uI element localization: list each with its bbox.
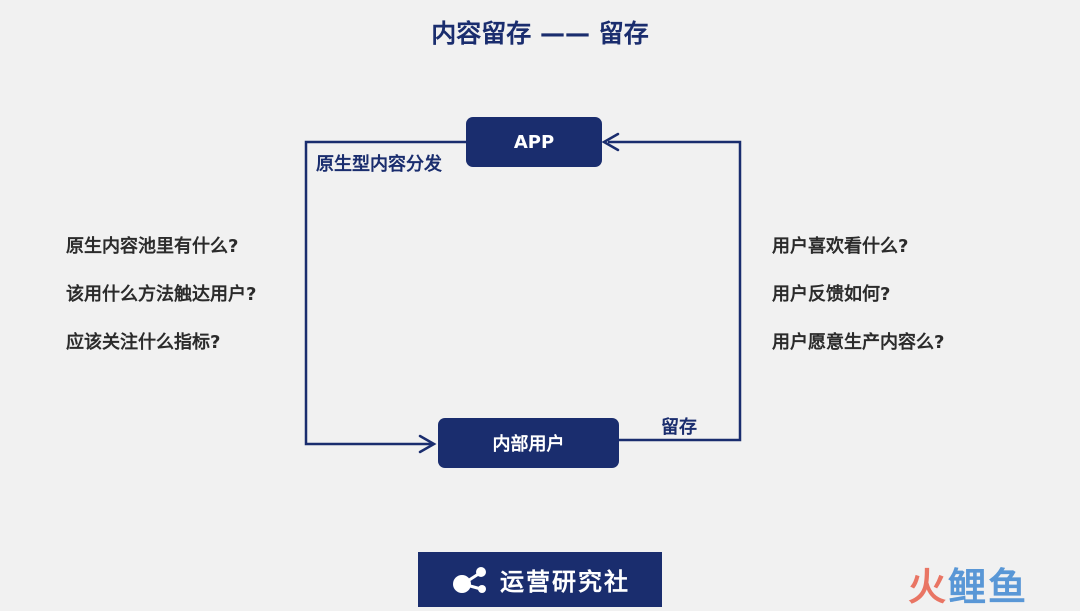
left-question-item: 原生内容池里有什么? xyxy=(66,236,239,257)
right-question-item: 用户喜欢看什么? xyxy=(772,236,909,257)
watermark-part-1: 火 xyxy=(908,565,949,609)
retention-connector xyxy=(608,140,742,442)
arrowhead-to-app xyxy=(601,132,620,152)
native-distribution-label: 原生型内容分发 xyxy=(316,154,442,175)
left-question-item: 该用什么方法触达用户? xyxy=(66,284,257,305)
diagram-title: 内容留存 —— 留存 xyxy=(431,19,649,48)
left-question-list: 原生内容池里有什么? 该用什么方法触达用户? 应该关注什么指标? xyxy=(66,236,256,380)
right-question-list: 用户喜欢看什么? 用户反馈如何? 用户愿意生产内容么? xyxy=(772,236,944,380)
app-node: APP xyxy=(466,117,602,167)
watermark-part-2: 鲤鱼 xyxy=(948,565,1029,609)
internal-users-node: 内部用户 xyxy=(438,418,619,468)
molecule-logo-icon xyxy=(453,566,486,593)
left-question-item: 应该关注什么指标? xyxy=(66,332,221,353)
retention-label: 留存 xyxy=(661,417,697,438)
arrowhead-to-internal-users xyxy=(418,434,437,454)
brand-banner: 运营研究社 xyxy=(418,552,662,607)
brand-name: 运营研究社 xyxy=(500,568,630,596)
watermark-logo: 火鲤鱼 xyxy=(908,556,1028,611)
native-distribution-connector xyxy=(304,140,466,446)
right-question-item: 用户愿意生产内容么? xyxy=(772,332,945,353)
right-question-item: 用户反馈如何? xyxy=(772,284,891,305)
